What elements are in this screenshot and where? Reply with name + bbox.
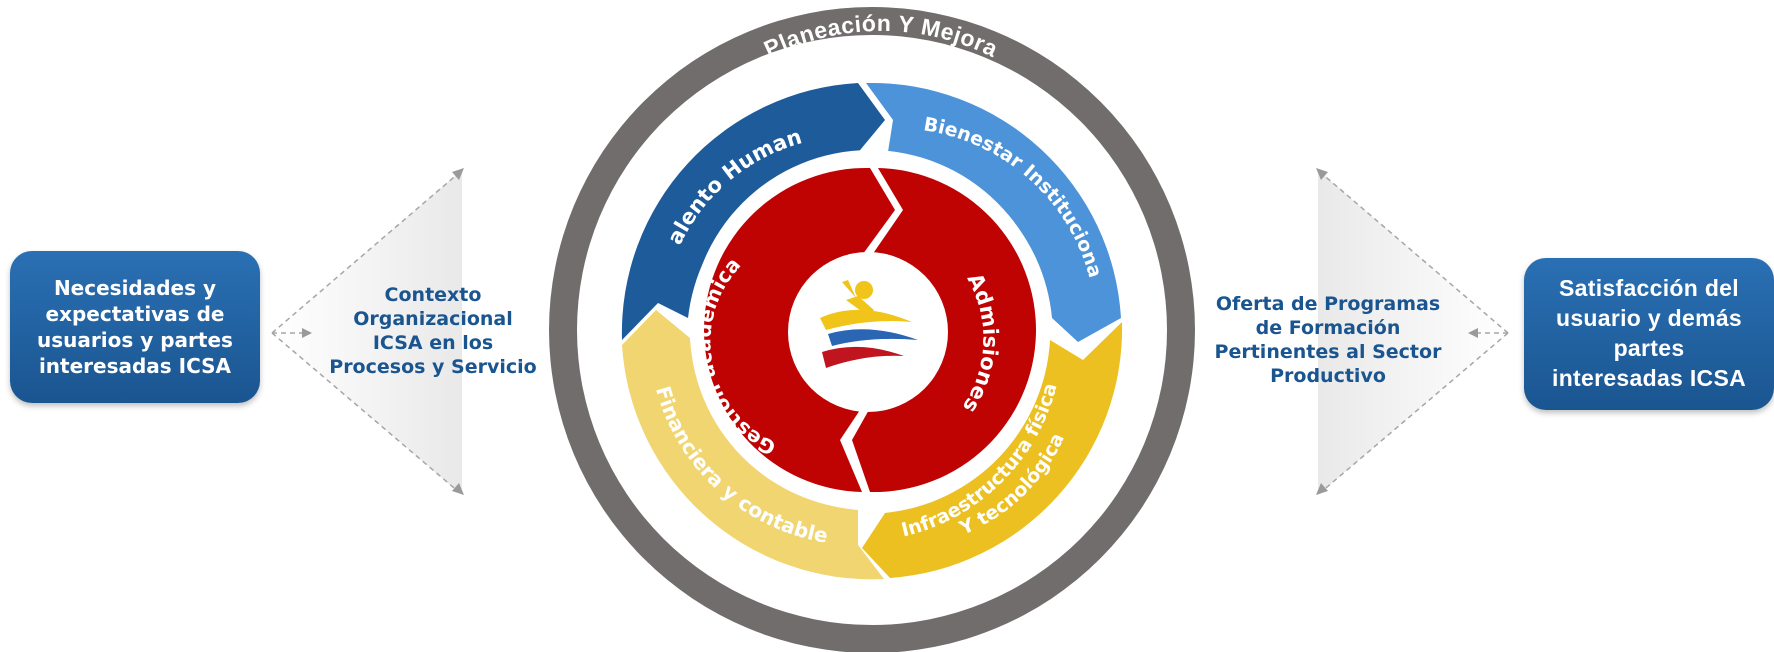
needs-box: Necesidades y expectativas de usuarios y… bbox=[10, 251, 260, 403]
satisfaction-line-1: Satisfacción del bbox=[1559, 275, 1739, 302]
arrowhead-icon bbox=[452, 483, 464, 495]
icsa-logo-icon bbox=[820, 280, 918, 368]
oferta-line-3: Pertinentes al Sector bbox=[1214, 341, 1442, 364]
needs-line-1: Necesidades y bbox=[53, 276, 217, 300]
needs-line-2: expectativas de bbox=[45, 302, 225, 326]
context-line-1: Contexto bbox=[384, 284, 482, 306]
arrowhead-icon bbox=[302, 328, 312, 338]
oferta-line-4: Productivo bbox=[1270, 365, 1386, 388]
satisfaction-line-3: partes bbox=[1613, 335, 1685, 361]
context-line-2: Organizacional bbox=[353, 308, 513, 331]
segment-financiera bbox=[622, 310, 884, 580]
needs-line-4: interesadas ICSA bbox=[38, 354, 232, 378]
context-line-3: ICSA en los bbox=[372, 332, 494, 355]
arrowhead-icon bbox=[1316, 168, 1328, 180]
segment-infraestructura bbox=[862, 322, 1123, 578]
right-fan bbox=[1316, 168, 1509, 495]
context-text: Contexto Organizacional ICSA en los Proc… bbox=[318, 283, 548, 380]
oferta-line-2: de Formación bbox=[1255, 317, 1401, 340]
arrowhead-icon bbox=[1316, 483, 1328, 495]
segment-bienestar bbox=[866, 82, 1121, 342]
context-line-4: Procesos y Servicio bbox=[329, 356, 537, 379]
arrowhead-icon bbox=[452, 168, 464, 180]
satisfaction-line-4: interesadas ICSA bbox=[1552, 364, 1746, 391]
segment-talento-humano bbox=[621, 83, 885, 340]
oferta-text: Oferta de Programas de Formación Pertine… bbox=[1198, 292, 1458, 389]
satisfaction-line-2: usuario y demás bbox=[1555, 305, 1743, 332]
left-fan bbox=[271, 168, 464, 495]
needs-line-3: usuarios y partes bbox=[37, 328, 233, 352]
satisfaction-box: Satisfacción del usuario y demás partes … bbox=[1524, 258, 1774, 410]
arrowhead-icon bbox=[1468, 328, 1478, 338]
oferta-line-1: Oferta de Programas bbox=[1215, 293, 1441, 315]
